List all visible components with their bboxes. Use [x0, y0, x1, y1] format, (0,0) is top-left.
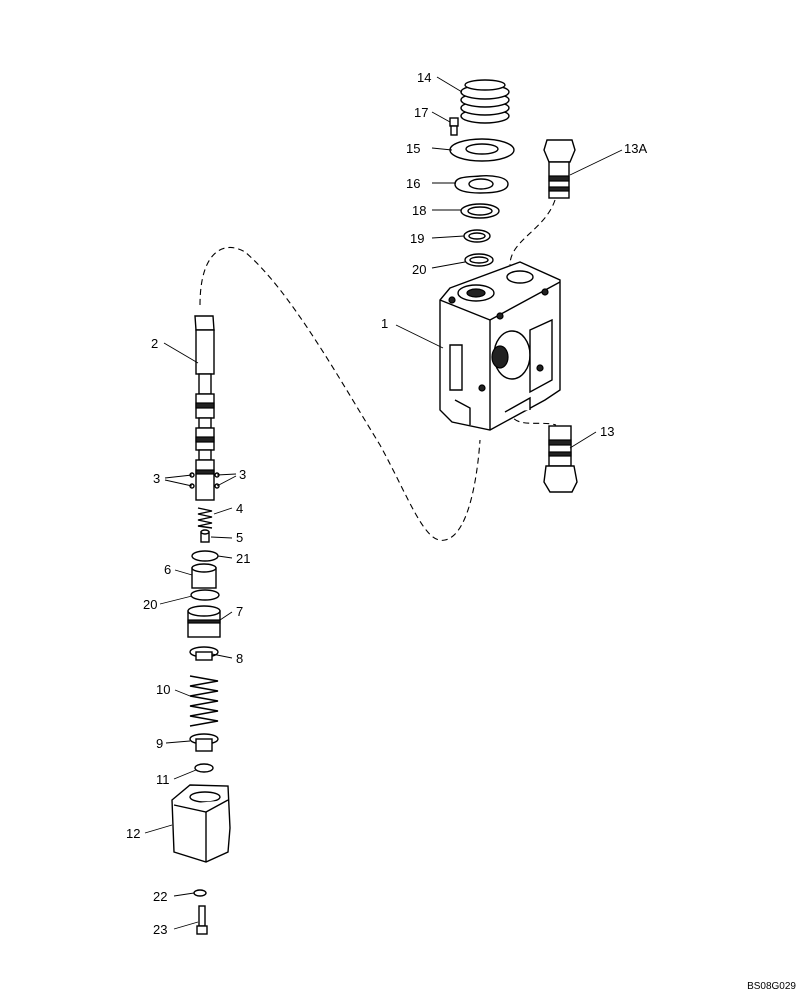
part-23-bolt	[196, 905, 208, 935]
part-6-bushing	[191, 563, 217, 589]
callout-18: 18	[412, 203, 426, 218]
callout-13: 13	[600, 424, 614, 439]
part-4-spring	[197, 507, 213, 529]
part-11-ring	[194, 763, 214, 773]
part-13a-cartridge	[543, 139, 576, 199]
part-5-pin	[200, 529, 210, 543]
part-20-o-ring-upper	[464, 253, 494, 267]
part-15-flange	[449, 138, 515, 162]
callout-2: 2	[151, 336, 158, 351]
part-20-o-ring-lower	[190, 589, 220, 601]
callout-20-upper: 20	[412, 262, 426, 277]
callout-7: 7	[236, 604, 243, 619]
part-17-screw	[449, 117, 459, 136]
callout-11: 11	[156, 772, 170, 787]
assembly-path-spool	[199, 247, 481, 541]
part-8-washer	[189, 646, 219, 661]
callout-3-left: 3	[153, 471, 160, 486]
callout-9: 9	[156, 736, 163, 751]
part-18-snap-ring	[460, 203, 500, 219]
callout-20-lower: 20	[143, 597, 157, 612]
part-1-valve-body	[439, 261, 561, 431]
callout-13a: 13A	[624, 141, 647, 156]
callout-3-right: 3	[239, 467, 246, 482]
drawing-reference-code: BS08G029	[747, 981, 796, 992]
callout-12: 12	[126, 826, 140, 841]
part-12-cap	[171, 784, 231, 863]
callout-8: 8	[236, 651, 243, 666]
callout-5: 5	[236, 530, 243, 545]
callout-15: 15	[406, 141, 420, 156]
callout-6: 6	[164, 562, 171, 577]
callout-21: 21	[236, 551, 250, 566]
callout-4: 4	[236, 501, 243, 516]
part-10-spring	[189, 675, 219, 727]
part-13-cartridge	[543, 425, 578, 493]
assembly-path-13a	[509, 199, 556, 266]
part-16-gasket	[454, 175, 509, 194]
part-14-bellows	[460, 79, 510, 124]
callout-22: 22	[153, 889, 167, 904]
part-2-spool	[194, 315, 215, 501]
callout-23: 23	[153, 922, 167, 937]
part-21-o-ring	[191, 550, 219, 562]
callout-16: 16	[406, 176, 420, 191]
part-19-ring	[463, 229, 491, 243]
callout-10: 10	[156, 682, 170, 697]
leader-lines	[144, 76, 623, 930]
callout-17: 17	[414, 105, 428, 120]
part-9-spring-seat	[189, 733, 219, 752]
part-7-collar	[187, 605, 221, 638]
callout-1: 1	[381, 316, 388, 331]
part-22-washer	[193, 889, 207, 897]
callout-14: 14	[417, 70, 431, 85]
callout-19: 19	[410, 231, 424, 246]
